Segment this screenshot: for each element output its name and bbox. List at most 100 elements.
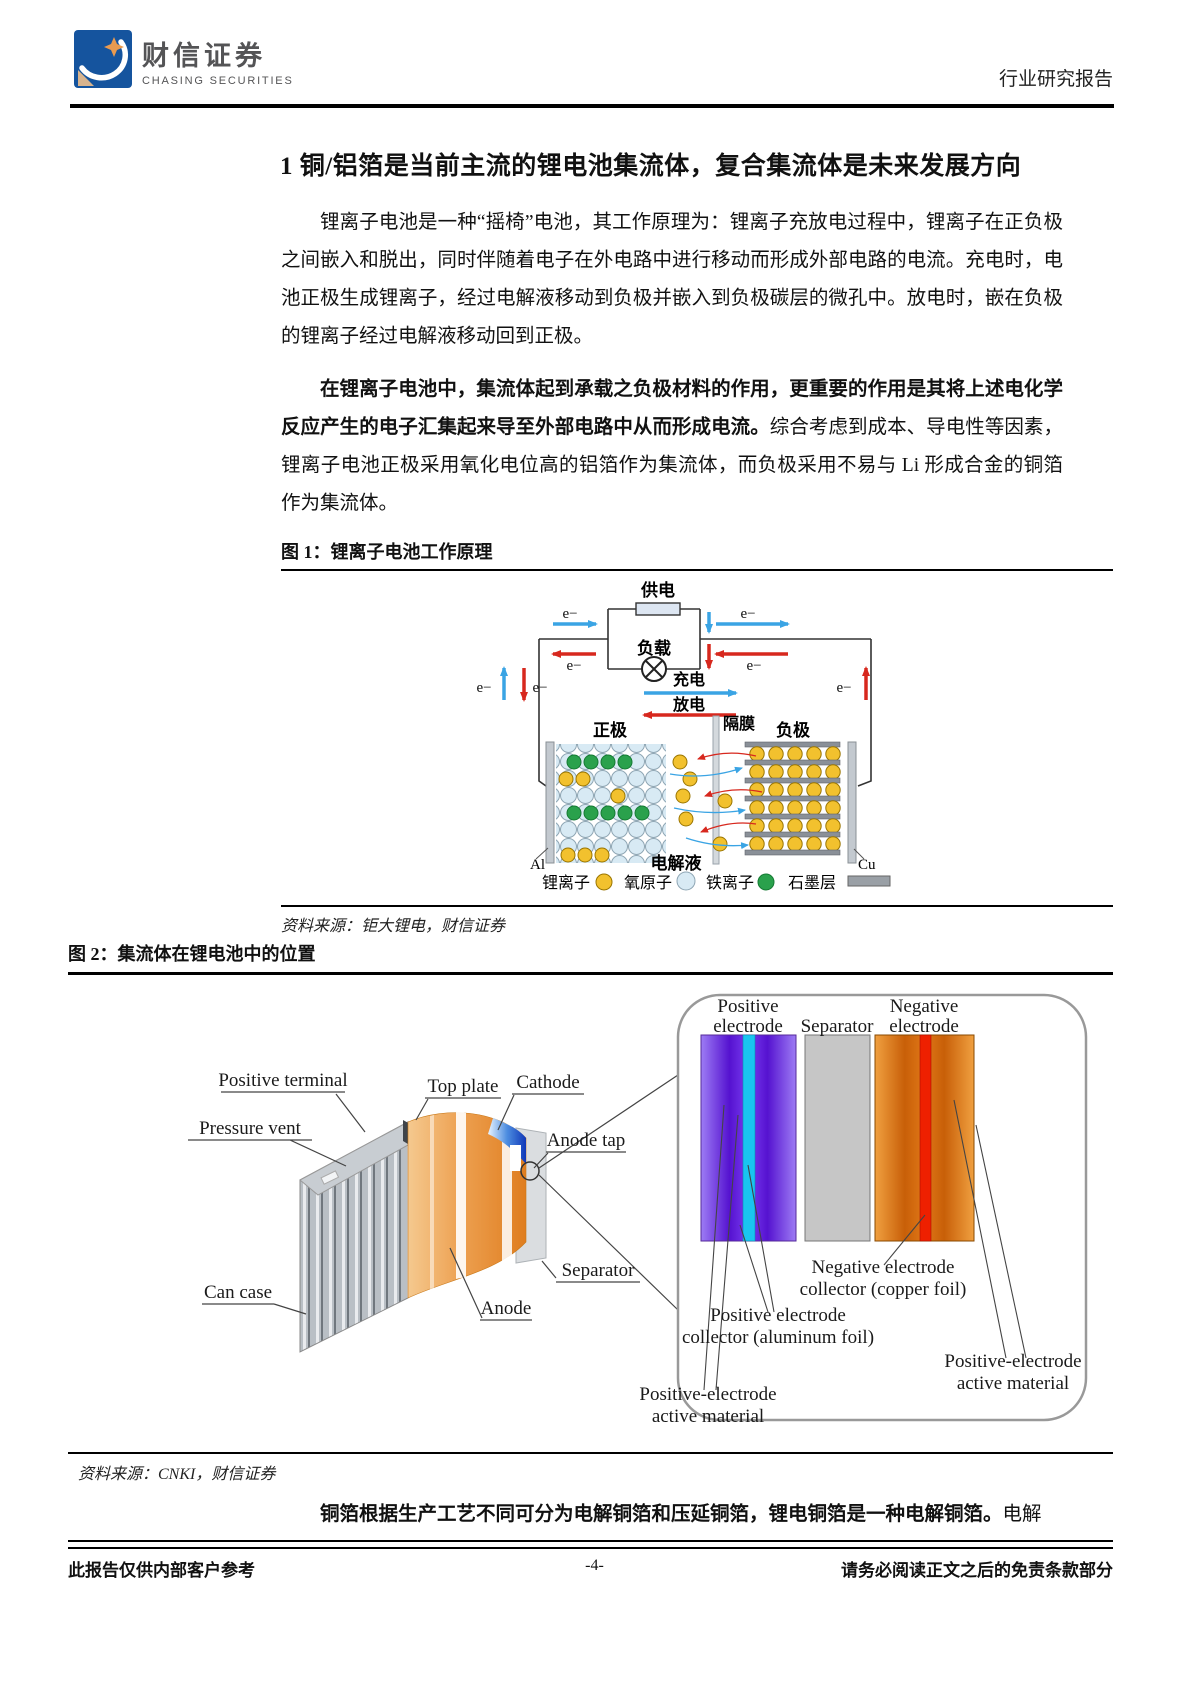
anode-structure xyxy=(744,741,857,864)
paragraph-2-bold: 在锂离子电池中，集流体起到承载之负极材料的作用，更重要的作用是其将上述电化学反应… xyxy=(281,379,1063,438)
charge-label: 充电 xyxy=(673,670,705,689)
company-logo-icon xyxy=(74,30,132,88)
negative-electrode-title-1: Negative xyxy=(890,996,959,1017)
migrating-ions xyxy=(669,752,763,852)
footer-disclaimer-right: 请务必阅读正文之后的免责条款部分 xyxy=(841,1561,1113,1580)
vent-slot xyxy=(320,1170,340,1185)
electrolyte-label: 电解液 xyxy=(651,853,702,873)
legend-graphite-swatch xyxy=(847,875,891,887)
separator-battery-label: Separator xyxy=(562,1260,635,1281)
electron-labels: e− e− e− e− e− e− e− xyxy=(476,606,851,696)
figure1-legend: 锂离子 氧原子 铁离子 石墨层 xyxy=(542,871,891,892)
positive-active-right-label-1: Positive-electrode xyxy=(944,1351,1081,1372)
top-plate-label: Top plate xyxy=(428,1076,499,1097)
battery-principle-diagram: e− e− e− e− e− e− e− 供电 负载 充电 放电 正极 隔膜 负… xyxy=(476,580,891,892)
anode-tap-circle xyxy=(520,1161,540,1181)
circuit-wires xyxy=(538,608,872,787)
roll-stripe xyxy=(502,1122,512,1266)
legend-graphite-label: 石墨层 xyxy=(788,875,836,892)
legend-lithium-swatch xyxy=(595,873,613,891)
paragraph-3: 铜箔根据生产工艺不同可分为电解铜箔和压延铜箔，锂电铜箔是一种电解铜箔。电解 xyxy=(281,1496,1063,1534)
company-logo-text: 财信证券 CHASING SECURITIES xyxy=(142,34,294,87)
anode-tap-label: Anode tap xyxy=(547,1130,626,1151)
electron-label: e− xyxy=(532,680,547,696)
positive-collector-label-2: collector (aluminum foil) xyxy=(682,1327,874,1348)
can-case-label: Can case xyxy=(204,1282,272,1303)
negative-collector-label-2: collector (copper foil) xyxy=(800,1279,967,1300)
panel-leader-lines xyxy=(703,1099,1027,1391)
load-symbol xyxy=(641,656,667,682)
battery-labels: Positive terminal Top plate Cathode Pres… xyxy=(199,1070,635,1319)
footer-rule xyxy=(68,1540,1113,1549)
logo-english-name: CHASING SECURITIES xyxy=(142,75,294,87)
cathode-structure xyxy=(545,741,666,864)
lithium-ions-cathode xyxy=(558,771,626,863)
collector-leader-lines xyxy=(535,847,865,860)
positive-collector-label-1: Positive electrode xyxy=(710,1305,846,1326)
paragraph-2-rest: 综合考虑到成本、导电性等因素，锂离子电池正极采用氧化电位高的铝箔作为集流体，而负… xyxy=(281,417,1063,514)
report-type-label: 行业研究报告 xyxy=(998,69,1113,90)
aluminum-foil-stripe xyxy=(742,1034,756,1242)
paragraph-3-bold: 铜箔根据生产工艺不同可分为电解铜箔和压延铜箔，锂电铜箔是一种电解铜箔。 xyxy=(320,1504,1003,1525)
logo-icon-graphic xyxy=(74,30,132,88)
figure2-source: 资料来源：CNKI，财信证券 xyxy=(78,1466,276,1483)
legend-oxygen-label: 氧原子 xyxy=(624,874,672,892)
positive-electrode-label: 正极 xyxy=(593,721,627,740)
positive-electrode-title-2: electrode xyxy=(713,1016,783,1037)
separator-label: 隔膜 xyxy=(723,715,755,733)
cathode-label: Cathode xyxy=(516,1072,579,1093)
panel-labels: Positive electrode Separator Negative el… xyxy=(639,996,1081,1427)
figure2-caption: 图 2：集流体在锂电池中的位置 xyxy=(68,944,316,964)
legend-lithium-label: 锂离子 xyxy=(542,874,590,892)
separator-bar xyxy=(712,715,720,865)
positive-active-left-label-1: Positive-electrode xyxy=(639,1384,776,1405)
electrode-roll xyxy=(407,1112,527,1299)
positive-terminal-label: Positive terminal xyxy=(218,1070,347,1091)
cu-label: Cu xyxy=(858,857,876,873)
iron-ions xyxy=(566,754,650,821)
electron-label: e− xyxy=(566,658,581,674)
electron-label: e− xyxy=(562,606,577,622)
legend-iron-swatch xyxy=(757,873,775,891)
anode-tap-notch xyxy=(510,1145,521,1171)
positive-active-right-label-2: active material xyxy=(957,1373,1069,1394)
separator-title: Separator xyxy=(801,1016,874,1037)
roll-stripe xyxy=(456,1112,466,1279)
load-label: 负载 xyxy=(637,638,671,658)
figure1-top-rule xyxy=(281,569,1113,571)
header-rule xyxy=(70,104,1114,108)
section-title: 1 铜/铝箔是当前主流的锂电池集流体，复合集流体是未来发展方向 xyxy=(280,153,1022,180)
figure2-diagram: Positive terminal Top plate Cathode Pres… xyxy=(78,980,1108,1450)
separator-bar-panel xyxy=(804,1034,871,1242)
discharge-label: 放电 xyxy=(672,695,705,714)
paragraph-2: 在锂离子电池中，集流体起到承载之负极材料的作用，更重要的作用是其将上述电化学反应… xyxy=(281,371,1063,523)
page-number: -4- xyxy=(585,1557,604,1574)
paragraph-1: 锂离子电池是一种“摇椅”电池，其工作原理为：锂离子充放电过程中，锂离子在正负极之… xyxy=(281,212,1063,347)
electron-label: e− xyxy=(836,680,851,696)
electron-label: e− xyxy=(740,606,755,622)
current-collector-diagram: Positive terminal Top plate Cathode Pres… xyxy=(188,993,1088,1427)
anode-label: Anode xyxy=(481,1298,532,1319)
figure1-source: 资料来源：钜大锂电，财信证券 xyxy=(281,918,506,935)
copper-foil-stripe xyxy=(919,1034,932,1242)
electron-arrows xyxy=(500,612,870,719)
supply-label: 供电 xyxy=(640,580,675,600)
supply-resistor xyxy=(635,602,681,616)
negative-electrode-title-2: electrode xyxy=(889,1016,959,1037)
electron-label: e− xyxy=(746,658,761,674)
pressure-vent-label: Pressure vent xyxy=(199,1118,302,1139)
legend-iron-label: 铁离子 xyxy=(706,874,754,892)
battery-leader-lines xyxy=(188,1074,679,1321)
positive-active-left-label-2: active material xyxy=(652,1406,764,1427)
electron-label: e− xyxy=(476,680,491,696)
footer-disclaimer-left: 此报告仅供内部客户参考 xyxy=(68,1561,255,1580)
cross-section-panel: Positive electrode Separator Negative el… xyxy=(639,993,1088,1427)
figure1-diagram: e− e− e− e− e− e− e− 供电 负载 充电 放电 正极 隔膜 负… xyxy=(458,566,898,904)
logo-chinese-name: 财信证券 xyxy=(142,41,266,71)
al-label: Al xyxy=(530,857,545,873)
negative-collector-label-1: Negative electrode xyxy=(812,1257,955,1278)
battery-3d-drawing xyxy=(299,1112,547,1353)
figure1-caption: 图 1：锂离子电池工作原理 xyxy=(281,542,493,562)
paragraph-3-rest: 电解 xyxy=(1002,1504,1042,1525)
